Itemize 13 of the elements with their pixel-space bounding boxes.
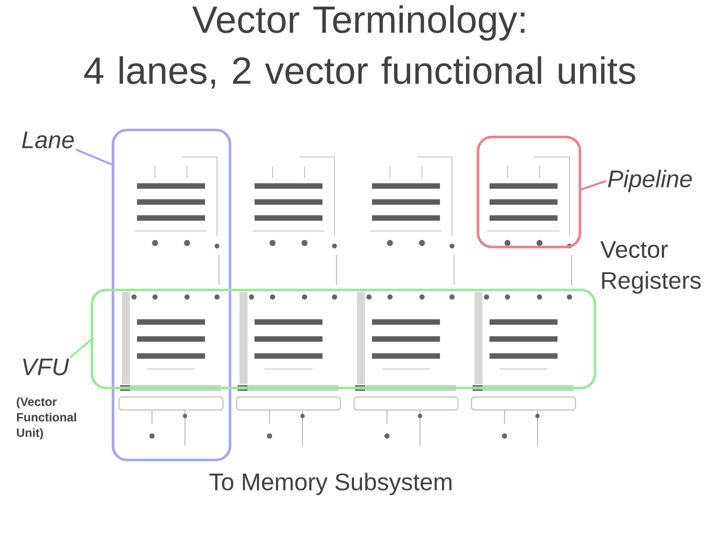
annotation: (Vector Functional Unit) [16,397,76,440]
leader-line [70,338,93,358]
label: To Memory Subsystem [210,472,452,496]
callout-label: VFU [23,358,70,376]
title: Vector Terminology: 4 lanes, 2 vector functional units [84,5,636,89]
leader-line [580,180,606,191]
highlight-box [476,136,582,248]
highlight-box [112,128,232,462]
label: Vector Registers [600,241,701,294]
highlight-box [90,288,596,390]
leader-line [76,148,114,166]
callout-label: Lane [22,132,74,148]
callout-label: Pipeline [608,170,692,192]
